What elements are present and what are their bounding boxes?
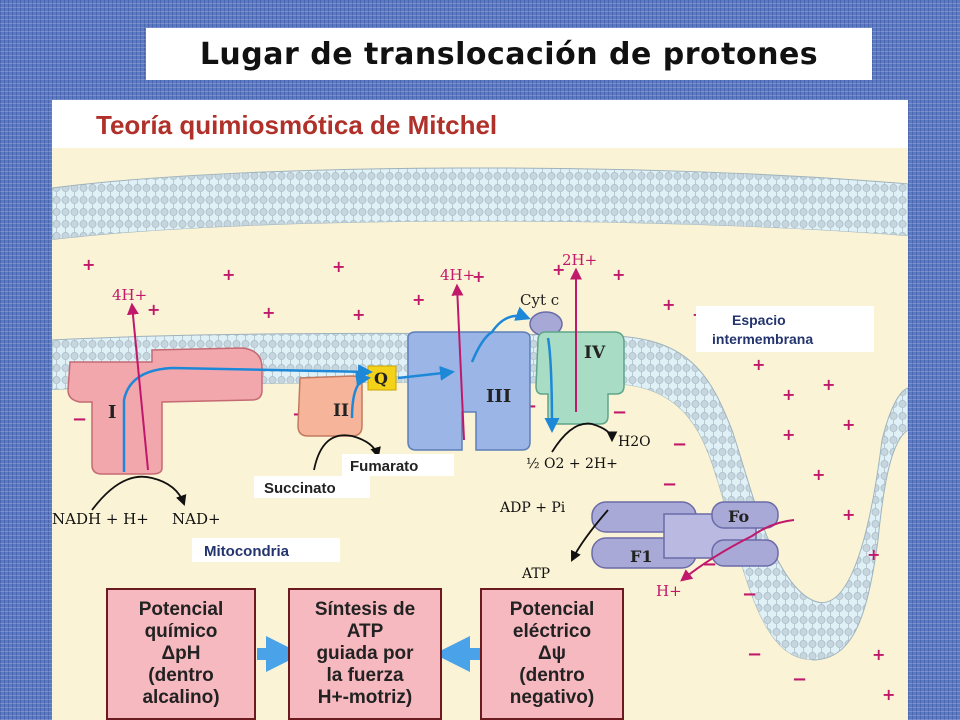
svg-text:−: − — [742, 584, 757, 605]
summary-box-chemical-line2: químico — [144, 621, 218, 642]
figure-heading: Teoría quimiosmótica de Mitchel — [96, 110, 497, 140]
fo-label: Fo — [728, 507, 749, 526]
svg-text:+: + — [752, 355, 765, 374]
summary-box-electric-line4: (dentro — [519, 665, 585, 686]
intermembrane-label-line1: Espacio — [732, 312, 786, 328]
summary-box-atp-line2: ATP — [346, 621, 384, 642]
svg-text:+: + — [867, 545, 880, 564]
summary-box-chemical-line5: alcalino) — [142, 687, 220, 708]
svg-text:+: + — [332, 257, 345, 276]
slide-title-box: Lugar de translocación de protones — [146, 28, 872, 80]
svg-text:+: + — [352, 305, 365, 324]
summary-box-atp-synthesis: Síntesis de ATP guiada por la fuerza H+-… — [288, 588, 442, 720]
summary-box-atp-line4: la fuerza — [326, 665, 404, 686]
complex-I-label: I — [108, 402, 116, 423]
complex-III-label: III — [486, 386, 511, 407]
svg-text:−: − — [662, 474, 677, 495]
oxygen-label: ½ O2 + 2H+ — [526, 456, 618, 472]
svg-text:+: + — [82, 255, 95, 274]
summary-box-chemical: Potencial químico ΔpH (dentro alcalino) — [106, 588, 256, 720]
water-label: H2O — [618, 434, 651, 450]
summary-box-atp-line3: guiada por — [316, 643, 414, 664]
complex-III-body — [407, 331, 531, 451]
svg-text:+: + — [842, 505, 855, 524]
intermembrane-label-box — [696, 306, 874, 352]
summary-box-electric-line3: Δψ — [538, 643, 566, 664]
slide-title: Lugar de translocación de protones — [199, 36, 819, 72]
summary-box-chemical-line1: Potencial — [138, 599, 224, 620]
summary-box-electric-line5: negativo) — [509, 687, 595, 708]
proton-label-atp-synthase: H+ — [656, 582, 682, 600]
succinato-label: Succinato — [264, 480, 336, 497]
svg-text:+: + — [612, 265, 625, 284]
intermembrane-label-line2: intermembrana — [712, 331, 813, 347]
svg-text:+: + — [822, 375, 835, 394]
summary-box-chemical-line3: ΔpH — [161, 643, 201, 664]
f1-label: F1 — [630, 547, 653, 566]
atp-synthase — [591, 501, 779, 569]
svg-text:+: + — [472, 267, 485, 286]
svg-text:+: + — [412, 290, 425, 309]
svg-text:−: − — [672, 434, 687, 455]
chemiosmotic-figure: Teoría quimiosmótica de Mitchel +++ +++ … — [52, 100, 908, 720]
svg-text:−: − — [747, 644, 762, 665]
atp-label: ATP — [521, 566, 550, 582]
fumarato-box — [342, 454, 454, 476]
cyt-c-label: Cyt c — [520, 291, 559, 309]
summary-box-atp-line5: H+-motriz) — [317, 687, 413, 708]
svg-text:+: + — [782, 425, 795, 444]
svg-text:+: + — [872, 645, 885, 664]
proton-label-complex-III: 4H+ — [440, 266, 475, 284]
summary-box-electric: Potencial eléctrico Δψ (dentro negativo) — [480, 588, 624, 720]
mitocondria-box — [192, 538, 340, 562]
nadh-label: NADH + H+ — [52, 510, 149, 528]
complex-IV-body — [535, 331, 625, 425]
svg-text:+: + — [262, 303, 275, 322]
svg-text:+: + — [782, 385, 795, 404]
substrate-arrows — [91, 422, 618, 562]
svg-text:+: + — [812, 465, 825, 484]
svg-text:+: + — [842, 415, 855, 434]
svg-text:−: − — [612, 402, 627, 423]
complex-I-body — [67, 347, 263, 475]
svg-text:−: − — [792, 669, 807, 690]
mitocondria-label: Mitocondria — [204, 543, 290, 560]
summary-box-electric-line2: eléctrico — [512, 621, 592, 642]
adp-label: ADP + Pi — [499, 500, 566, 516]
complex-II-label: II — [333, 401, 349, 421]
succinato-box — [254, 476, 370, 498]
summary-box-electric-line1: Potencial — [509, 599, 595, 620]
complex-IV-label: IV — [584, 343, 606, 363]
proton-label-complex-I: 4H+ — [112, 286, 147, 304]
proton-arrows — [126, 267, 795, 582]
svg-text:+: + — [882, 685, 895, 704]
svg-text:+: + — [222, 265, 235, 284]
svg-text:−: − — [72, 409, 87, 430]
proton-label-complex-IV: 2H+ — [562, 251, 597, 269]
svg-text:+: + — [662, 295, 675, 314]
summary-box-chemical-line4: (dentro — [148, 665, 214, 686]
svg-text:+: + — [552, 260, 565, 279]
svg-text:+: + — [147, 300, 160, 319]
quinone-label: Q — [374, 369, 388, 388]
heading-band — [52, 100, 908, 148]
nad-label: NAD+ — [172, 510, 221, 528]
summary-box-atp-line1: Síntesis de — [314, 599, 416, 620]
fumarato-label: Fumarato — [350, 458, 418, 475]
